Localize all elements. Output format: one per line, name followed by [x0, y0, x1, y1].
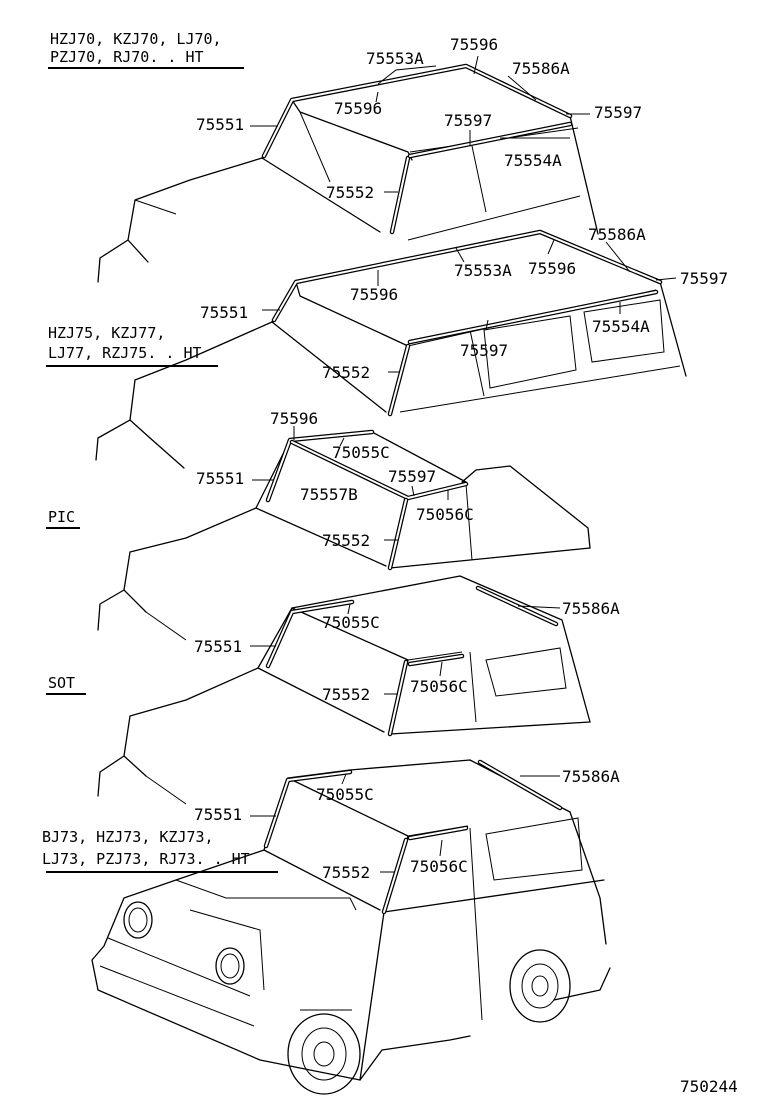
figure-code: 750244 [680, 1077, 738, 1096]
part-label: 75597 [460, 341, 508, 360]
vehicle-pic-leaders [252, 426, 449, 541]
vehicle-pic: 75596 75055C 75551 75597 75557B 75056C 7… [97, 409, 591, 641]
part-label: 75056C [416, 505, 474, 524]
part-label: 75553A [366, 49, 424, 68]
vehicle-ht75-labels: 75586A 75553A 75596 75597 75596 75551 75… [200, 225, 728, 382]
heading-sot: SOT [46, 674, 86, 695]
vehicle-ht73: 75586A 75551 75055C 75056C 75552 [91, 759, 620, 1095]
heading-ht70-line1: HZJ70, KZJ70, LJ70, [50, 30, 222, 48]
part-label: 75553A [454, 261, 512, 280]
vehicle-ht73-leaders [250, 773, 560, 873]
part-label: 75552 [322, 363, 370, 382]
part-label: 75586A [562, 767, 620, 786]
vehicle-ht70-labels: 75596 75553A 75586A 75596 75551 75597 75… [196, 35, 642, 202]
part-label: 75055C [322, 613, 380, 632]
vehicle-ht75: 75586A 75553A 75596 75597 75596 75551 75… [95, 225, 728, 469]
part-label: 75551 [196, 115, 244, 134]
part-label: 75552 [326, 183, 374, 202]
part-label: 75586A [588, 225, 646, 244]
heading-sot-label: SOT [48, 674, 75, 692]
vehicle-ht70-moldings [261, 63, 573, 235]
vehicle-sot-body [97, 575, 591, 805]
part-label: 75596 [270, 409, 318, 428]
heading-ht70: HZJ70, KZJ70, LJ70, PZJ70, RJ70. . HT [48, 30, 244, 69]
vehicle-sot-labels: 75586A 75055C 75551 75056C 75552 [194, 599, 620, 704]
part-label: 75551 [194, 805, 242, 824]
vehicle-ht75-moldings [271, 229, 663, 417]
heading-ht73-line2: LJ73, PZJ73, RJ73. . HT [42, 850, 250, 868]
heading-ht75-line1: HZJ75, KZJ77, [48, 324, 165, 342]
heading-pic-label: PIC [48, 508, 75, 526]
part-label: 75597 [680, 269, 728, 288]
heading-ht75-line2: LJ77, RZJ75. . HT [48, 344, 202, 362]
part-label: 75055C [332, 443, 390, 462]
vehicle-ht73-body [91, 759, 611, 1095]
part-label: 75597 [388, 467, 436, 486]
part-label: 75596 [528, 259, 576, 278]
part-label: 75596 [334, 99, 382, 118]
heading-ht75: HZJ75, KZJ77, LJ77, RZJ75. . HT [46, 324, 218, 367]
vehicle-pic-labels: 75596 75055C 75551 75597 75557B 75056C 7… [196, 409, 474, 550]
heading-ht73-line1: BJ73, HZJ73, KZJ73, [42, 828, 214, 846]
heading-pic: PIC [46, 508, 80, 529]
heading-ht73: BJ73, HZJ73, KZJ73, LJ73, PZJ73, RJ73. .… [42, 828, 278, 873]
vehicle-pic-moldings [265, 429, 469, 571]
vehicle-sot-leaders [250, 603, 561, 695]
part-label: 75056C [410, 857, 468, 876]
part-label: 75056C [410, 677, 468, 696]
part-label: 75552 [322, 685, 370, 704]
vehicle-ht70-leaders [250, 55, 590, 193]
part-label: 75554A [504, 151, 562, 170]
vehicle-sot-moldings [265, 585, 559, 737]
part-label: 75551 [200, 303, 248, 322]
part-label: 75597 [444, 111, 492, 130]
part-label: 75554A [592, 317, 650, 336]
heading-ht70-line2: PZJ70, RJ70. . HT [50, 48, 204, 66]
part-label: 75551 [194, 637, 242, 656]
vehicle-ht73-moldings [263, 759, 563, 915]
vehicle-sot: 75586A 75055C 75551 75056C 75552 [97, 575, 620, 805]
vehicle-ht75-leaders [262, 239, 677, 373]
vehicle-ht70: 75596 75553A 75586A 75596 75551 75597 75… [97, 35, 642, 283]
vehicle-ht73-labels: 75586A 75551 75055C 75056C 75552 [194, 767, 620, 882]
part-label: 75597 [594, 103, 642, 122]
part-label: 75055C [316, 785, 374, 804]
part-label: 75586A [562, 599, 620, 618]
vehicle-ht70-body [97, 65, 599, 283]
part-label: 75596 [450, 35, 498, 54]
part-label: 75551 [196, 469, 244, 488]
part-label: 75557B [300, 485, 358, 504]
part-label: 75552 [322, 531, 370, 550]
part-label: 75586A [512, 59, 570, 78]
part-label: 75552 [322, 863, 370, 882]
part-label: 75596 [350, 285, 398, 304]
